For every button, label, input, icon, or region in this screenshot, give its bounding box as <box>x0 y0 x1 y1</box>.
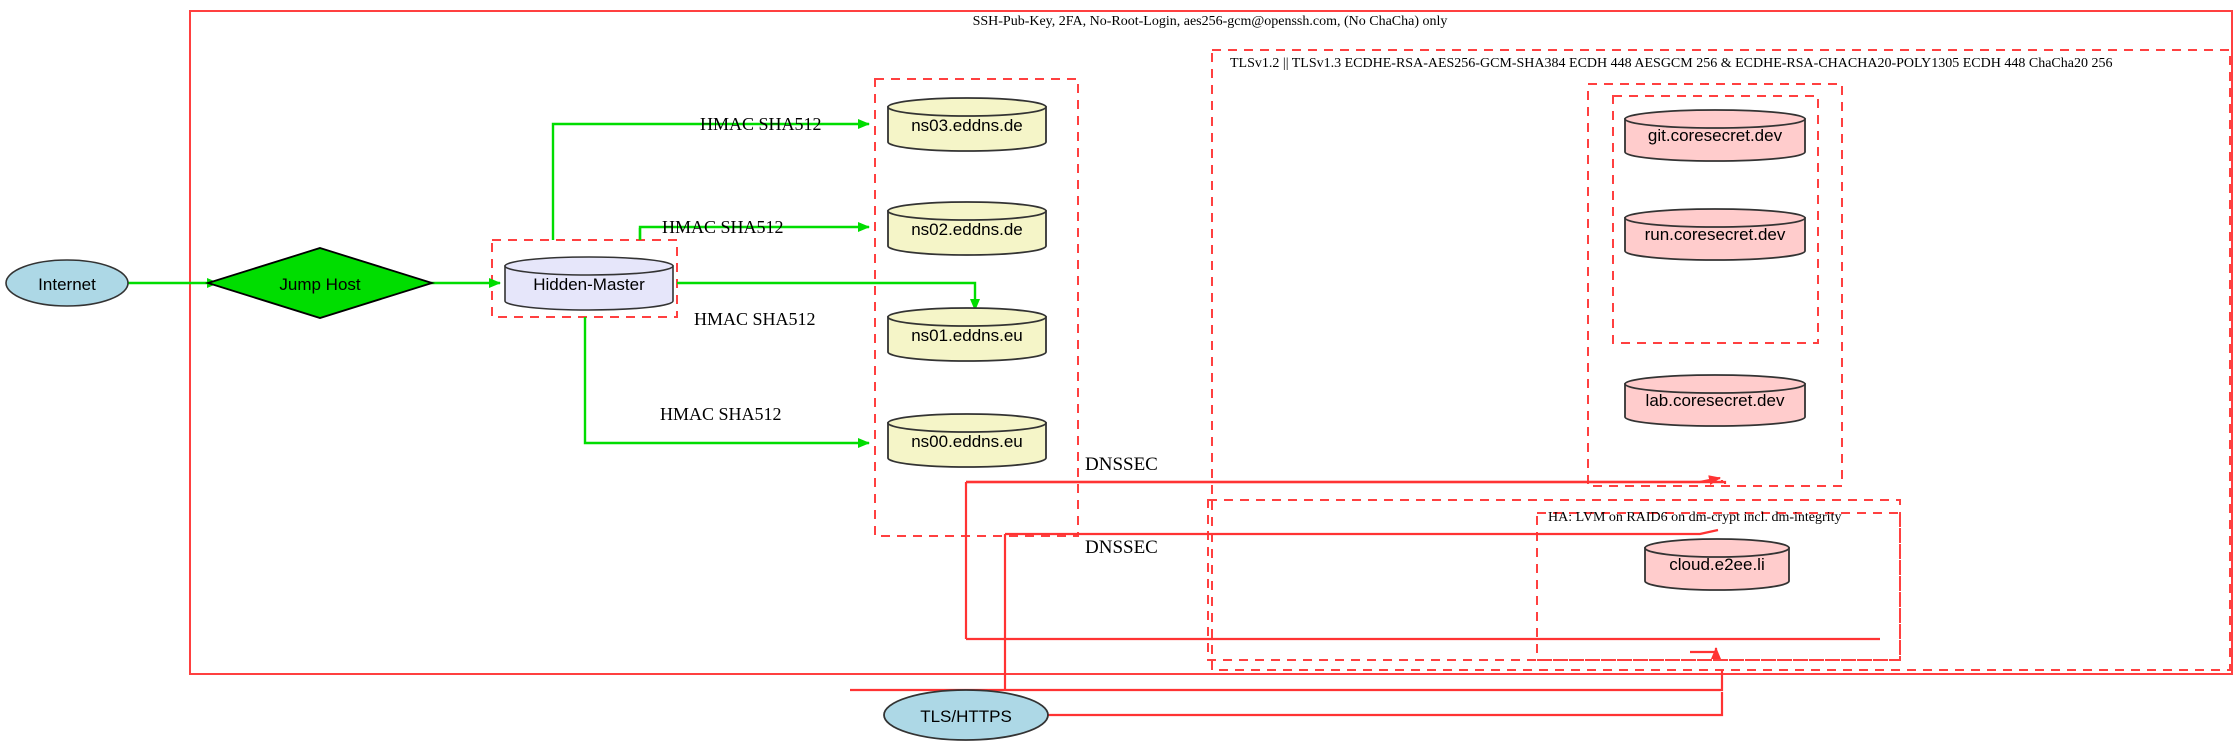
node-tls-https[interactable]: TLS/HTTPS <box>883 689 1049 741</box>
node-lab-coresecret[interactable]: lab.coresecret.dev <box>1624 374 1806 427</box>
edge-label-hmac-ns00: HMAC SHA512 <box>660 404 782 424</box>
node-jump-host-label: Jump Host <box>279 275 361 294</box>
edge-master-to-ns00 <box>583 317 870 448</box>
node-jump-host[interactable]: Jump Host <box>204 247 436 319</box>
node-internet[interactable]: Internet <box>5 259 129 307</box>
dns-cluster-border <box>874 78 1079 537</box>
node-cloud-e2ee-label: cloud.e2ee.li <box>1669 555 1764 574</box>
edge-label-hmac-ns01: HMAC SHA512 <box>694 309 816 329</box>
ha-cluster-border <box>1207 499 1901 661</box>
edge-master-to-ns02-run <box>638 222 870 240</box>
node-internet-label: Internet <box>38 275 96 294</box>
node-ns02-label: ns02.eddns.de <box>911 220 1023 239</box>
node-lab-coresecret-label: lab.coresecret.dev <box>1646 391 1785 410</box>
ssh-cluster-annotation: SSH-Pub-Key, 2FA, No-Root-Login, aes256-… <box>973 14 1448 29</box>
edge-to-coresecret-arrow <box>1690 647 1721 659</box>
node-run-coresecret-label: run.coresecret.dev <box>1645 225 1786 244</box>
node-git-coresecret[interactable]: git.coresecret.dev <box>1624 109 1806 162</box>
node-run-coresecret[interactable]: run.coresecret.dev <box>1624 208 1806 261</box>
edge-bottom-horizontal-b <box>850 670 1724 692</box>
edge-label-dnssec-lower: DNSSEC <box>1085 537 1158 558</box>
edge-label-hmac-ns03: HMAC SHA512 <box>700 114 822 134</box>
edge-label-dnssec-upper: DNSSEC <box>1085 454 1158 475</box>
node-ns01[interactable]: ns01.eddns.eu <box>887 307 1047 362</box>
coresecret-inner-cluster-border <box>1612 95 1819 344</box>
coresecret-outer-cluster-border <box>1587 83 1843 487</box>
edge-label-hmac-ns02: HMAC SHA512 <box>662 217 784 237</box>
ha-inner-cluster-border <box>1536 512 1901 661</box>
node-ns00[interactable]: ns00.eddns.eu <box>887 413 1047 468</box>
node-git-coresecret-label: git.coresecret.dev <box>1648 126 1783 145</box>
node-hidden-master-label: Hidden-Master <box>533 275 645 294</box>
ha-cluster-annotation: HA: LVM on RAID6 on dm-crypt incl. dm-in… <box>1548 510 1841 525</box>
node-ns03[interactable]: ns03.eddns.de <box>887 97 1047 152</box>
node-ns01-label: ns01.eddns.eu <box>911 326 1023 345</box>
node-cloud-e2ee[interactable]: cloud.e2ee.li <box>1644 538 1790 591</box>
edge-master-to-ns03 <box>551 119 870 240</box>
outer-ssh-cluster-border <box>189 10 2233 675</box>
node-hidden-master[interactable]: Hidden-Master <box>504 256 674 311</box>
edge-dnssec-upper-to-coresecret <box>966 475 1721 486</box>
node-tls-https-label: TLS/HTTPS <box>920 707 1012 726</box>
tls-cluster-annotation: TLSv1.2 || TLSv1.3 ECDHE-RSA-AES256-GCM-… <box>1230 56 2112 71</box>
edge-tlshttps-to-right <box>1047 692 1724 717</box>
node-ns00-label: ns00.eddns.eu <box>911 432 1023 451</box>
edge-master-to-ns01 <box>677 281 980 311</box>
node-ns03-label: ns03.eddns.de <box>911 116 1023 135</box>
edge-dnssec-lower <box>1005 528 1719 536</box>
node-ns02[interactable]: ns02.eddns.de <box>887 201 1047 256</box>
